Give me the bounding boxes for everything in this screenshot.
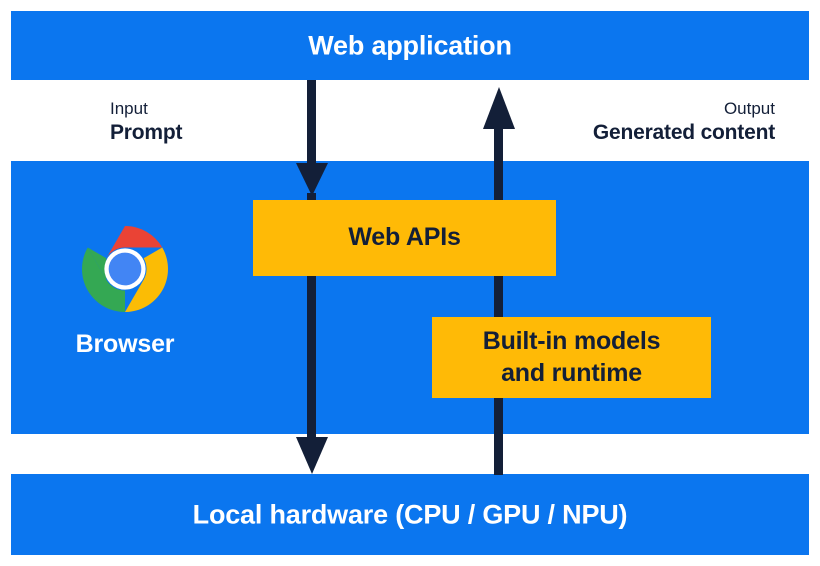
band-local-hardware: Local hardware (CPU / GPU / NPU) xyxy=(11,474,809,555)
arrow-down-head-lower-icon xyxy=(296,437,328,474)
band-web-application-label: Web application xyxy=(308,30,512,60)
band-web-application: Web application xyxy=(11,11,809,80)
box-web-apis: Web APIs xyxy=(253,200,556,276)
input-value-label: Prompt xyxy=(110,120,183,144)
arrow-down-head-upper-icon xyxy=(296,163,328,196)
arrow-down-shaft-upper xyxy=(307,80,316,166)
arrow-up-shaft xyxy=(494,126,503,475)
box-built-in-models-text: Built-in models and runtime xyxy=(483,326,661,389)
output-kind-label: Output xyxy=(723,99,775,118)
output-label-group: Output Generated content xyxy=(593,99,775,145)
box-built-in-models: Built-in models and runtime xyxy=(432,317,711,398)
box-built-in-models-line1: Built-in models xyxy=(482,327,661,356)
arrow-up-head-icon xyxy=(483,87,515,129)
box-web-apis-label: Web APIs xyxy=(348,223,461,252)
browser-group: Browser xyxy=(41,226,209,376)
arrow-down-shaft-lower xyxy=(307,193,316,440)
input-kind-label: Input xyxy=(110,99,148,118)
chrome-logo-icon xyxy=(82,226,168,312)
box-built-in-models-line2: and runtime xyxy=(501,358,642,387)
output-value-label: Generated content xyxy=(592,120,775,144)
input-label-group: Input Prompt xyxy=(110,99,183,145)
band-local-hardware-label: Local hardware (CPU / GPU / NPU) xyxy=(192,499,628,529)
browser-label: Browser xyxy=(75,330,175,358)
